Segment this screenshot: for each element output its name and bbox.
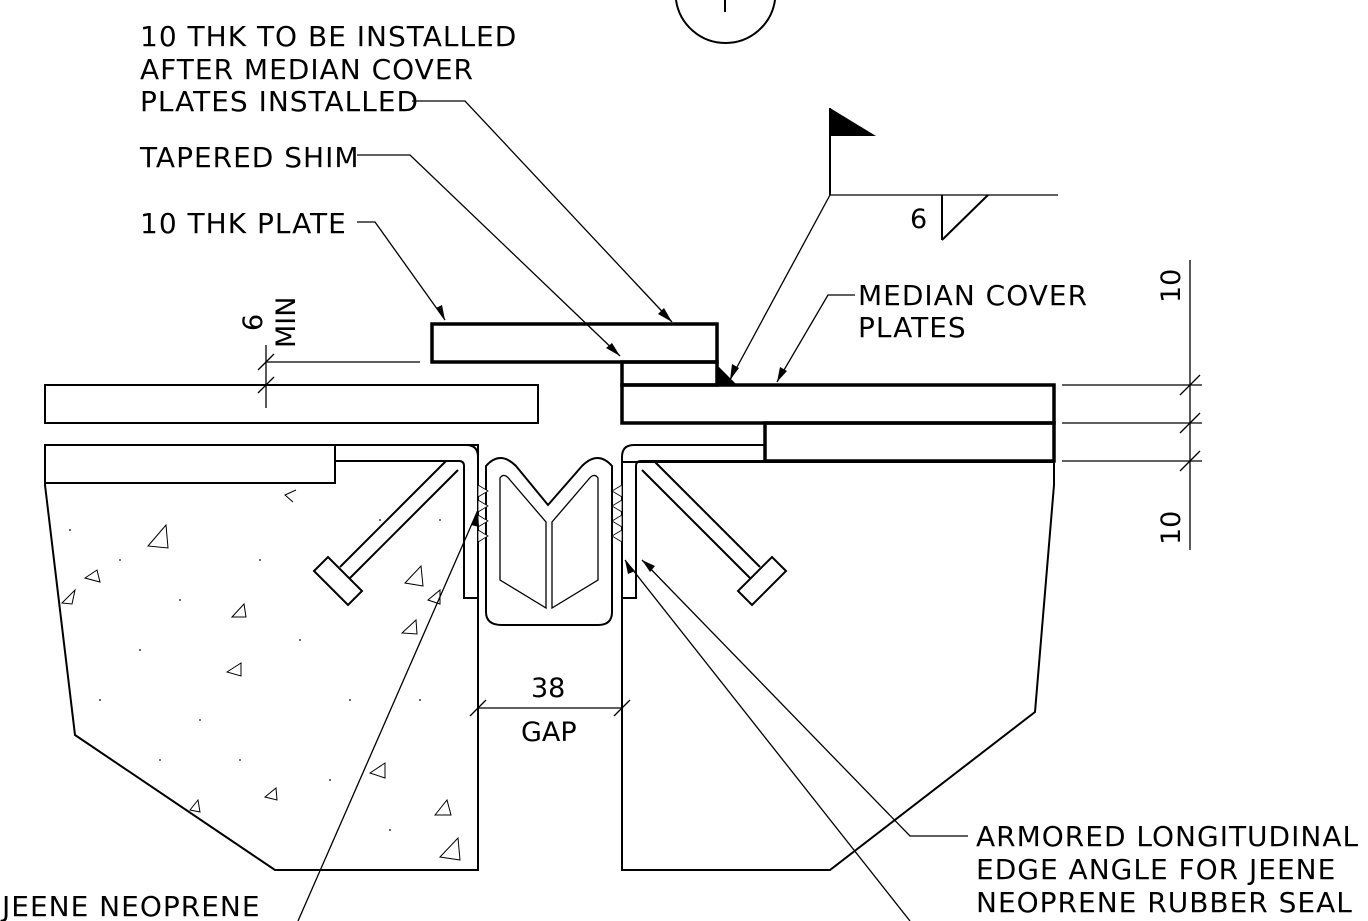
right-lower-plate bbox=[763, 421, 1056, 463]
left-lower-plate bbox=[44, 444, 336, 484]
right-bottom-thickness: 10 bbox=[1156, 511, 1187, 545]
left-top-plate bbox=[44, 384, 539, 424]
min-clearance-value: 6 bbox=[238, 314, 269, 331]
armored-angle-label-line3: NEOPRENE RUBBER SEAL bbox=[976, 886, 1353, 919]
right-top-thickness: 10 bbox=[1156, 269, 1187, 303]
gap-dimension bbox=[469, 699, 631, 717]
right-edge-angle bbox=[621, 444, 766, 599]
left-edge-angle bbox=[334, 444, 479, 599]
section-marker-icon bbox=[675, 0, 776, 44]
tapered-shim-label: TAPERED SHIM bbox=[139, 141, 360, 174]
top-10thk-plate bbox=[430, 322, 719, 364]
min-clearance-label: MIN bbox=[271, 297, 302, 348]
note-10thk-line1: 10 THK TO BE INSTALLED bbox=[140, 20, 517, 53]
right-anchor-stud bbox=[641, 460, 788, 607]
tapered-shim bbox=[620, 360, 719, 387]
note-10thk-line2: AFTER MEDIAN COVER bbox=[140, 53, 474, 86]
weld-size-label: 6 bbox=[910, 204, 927, 235]
gap-value: 38 bbox=[531, 673, 565, 704]
median-cover-label-line2: PLATES bbox=[858, 311, 967, 344]
left-anchor-stud bbox=[312, 460, 459, 607]
right-concrete-deck bbox=[621, 461, 1055, 871]
leader-arrowheads bbox=[436, 305, 787, 574]
neoprene-seal bbox=[477, 457, 623, 626]
median-cover-plate bbox=[620, 383, 1056, 425]
gap-label: GAP bbox=[521, 717, 577, 748]
weld-flag-icon bbox=[829, 108, 989, 241]
armored-angle-label-line1: ARMORED LONGITUDINAL bbox=[976, 820, 1359, 853]
median-cover-label-line1: MEDIAN COVER bbox=[858, 279, 1088, 312]
plate-10thk-label: 10 THK PLATE bbox=[140, 207, 347, 240]
left-concrete-deck bbox=[44, 444, 479, 871]
right-thickness-dimension bbox=[1062, 260, 1202, 550]
min-clearance-dimension bbox=[257, 345, 420, 408]
leader-lines bbox=[297, 100, 1058, 921]
note-10thk-line3: PLATES INSTALLED bbox=[140, 85, 419, 118]
weld-fillet bbox=[717, 365, 737, 385]
armored-angle-label-line2: EDGE ANGLE FOR JEENE bbox=[976, 853, 1336, 886]
jeene-neoprene-label: JEENE NEOPRENE bbox=[0, 890, 261, 921]
